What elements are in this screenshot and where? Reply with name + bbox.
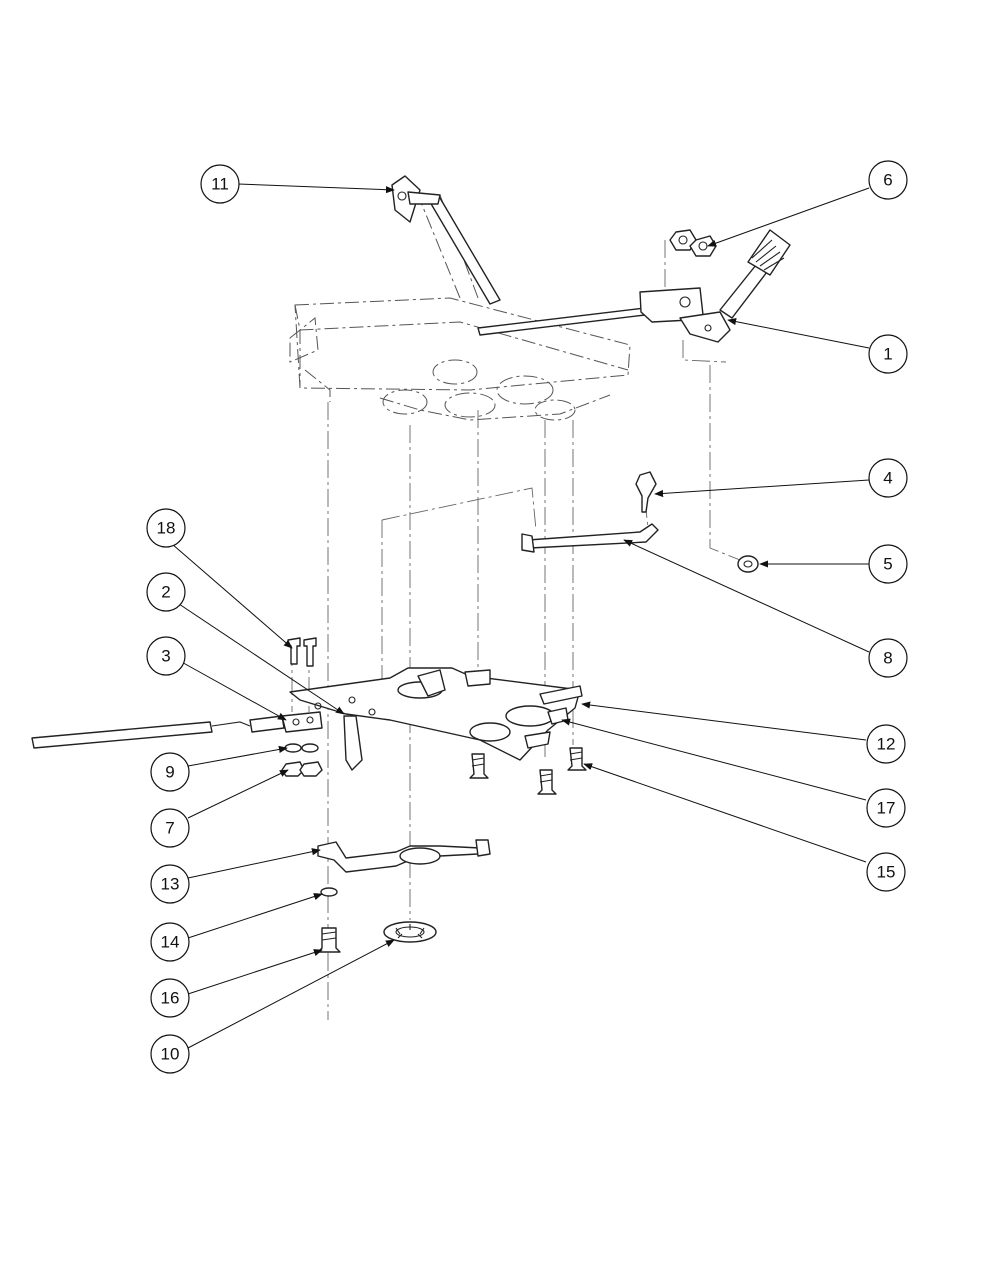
callout-1: 1 bbox=[868, 334, 908, 374]
part-flat-washer bbox=[320, 887, 338, 897]
callout-17: 17 bbox=[866, 788, 906, 828]
callout-label: 9 bbox=[165, 763, 174, 782]
callout-16: 16 bbox=[150, 978, 190, 1018]
part-shoulder-bolt bbox=[317, 927, 341, 953]
callout-label: 8 bbox=[883, 649, 892, 668]
callout-label: 11 bbox=[211, 175, 229, 194]
callout-4: 4 bbox=[868, 458, 908, 498]
callout-13: 13 bbox=[150, 864, 190, 904]
callout-5: 5 bbox=[868, 544, 908, 584]
part-linkage-bar bbox=[317, 839, 491, 873]
callout-label: 16 bbox=[161, 989, 180, 1008]
part-star-washer bbox=[383, 921, 437, 943]
callout-label: 5 bbox=[883, 555, 892, 574]
callout-label: 14 bbox=[161, 933, 180, 952]
callout-2: 2 bbox=[146, 572, 186, 612]
phantom-frame bbox=[289, 194, 631, 421]
callout-18: 18 bbox=[146, 508, 186, 548]
part-nuts bbox=[669, 229, 717, 257]
callout-label: 15 bbox=[877, 863, 896, 882]
callout-7: 7 bbox=[150, 808, 190, 848]
callout-label: 1 bbox=[883, 345, 892, 364]
alignment-lines bbox=[291, 240, 746, 1020]
part-washer bbox=[737, 555, 759, 573]
callout-label: 4 bbox=[883, 469, 892, 488]
callout-label: 17 bbox=[877, 799, 896, 818]
part-bent-rod bbox=[521, 523, 659, 553]
part-mounting-plate bbox=[289, 667, 583, 771]
part-flange-nuts bbox=[281, 761, 323, 777]
callout-10: 10 bbox=[150, 1034, 190, 1074]
callout-9: 9 bbox=[150, 752, 190, 792]
callout-label: 13 bbox=[161, 875, 180, 894]
callout-14: 14 bbox=[150, 922, 190, 962]
part-lock-washers bbox=[284, 743, 319, 753]
callout-3: 3 bbox=[146, 636, 186, 676]
callout-label: 3 bbox=[161, 647, 170, 666]
part-hex-bolts bbox=[469, 747, 587, 795]
callout-11: 11 bbox=[200, 164, 240, 204]
callout-label: 18 bbox=[157, 519, 176, 538]
callout-label: 10 bbox=[161, 1045, 180, 1064]
callout-12: 12 bbox=[866, 724, 906, 764]
part-shift-rod bbox=[391, 175, 501, 305]
callout-8: 8 bbox=[868, 638, 908, 678]
callout-15: 15 bbox=[866, 852, 906, 892]
part-cable bbox=[31, 715, 285, 749]
callout-label: 2 bbox=[161, 583, 170, 602]
callout-label: 7 bbox=[165, 819, 174, 838]
callout-label: 6 bbox=[883, 171, 892, 190]
part-carriage-bolts bbox=[287, 637, 317, 667]
callout-6: 6 bbox=[868, 160, 908, 200]
part-lever-bracket bbox=[639, 229, 791, 343]
part-hairpin-clip bbox=[635, 471, 657, 513]
callout-label: 12 bbox=[877, 735, 896, 754]
leader-lines bbox=[171, 183, 870, 1049]
part-cable-clamp bbox=[281, 711, 323, 733]
